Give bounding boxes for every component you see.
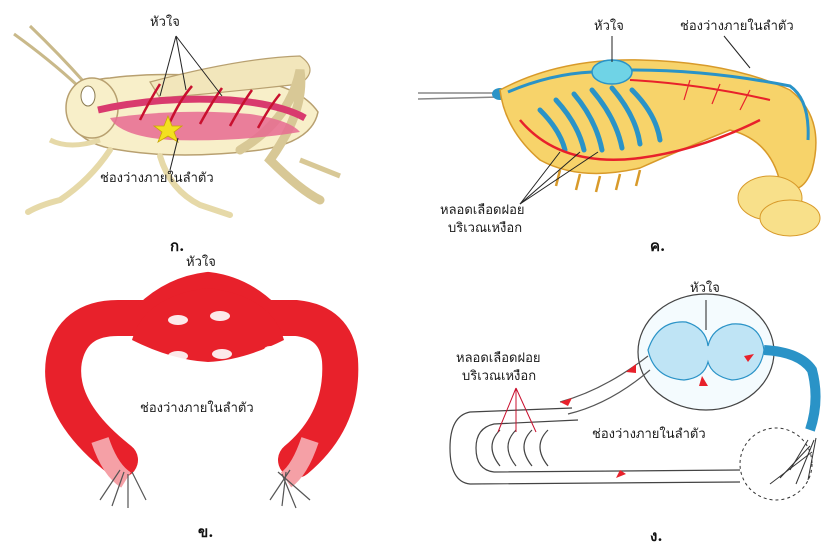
panel-b-cavity-label: ช่องว่างภายในลำตัว — [140, 402, 254, 417]
panel-d-heart-label: หัวใจ — [690, 282, 720, 297]
panel-a-heart-label: หัวใจ — [150, 16, 180, 31]
panel-d-cavity-label: ช่องว่างภายในลำตัว — [592, 428, 706, 443]
panel-c-heart-label: หัวใจ — [594, 20, 624, 35]
panel-d-caption: ง. — [650, 524, 663, 548]
closed-circulation-schematic — [450, 294, 816, 500]
panel-d-gill-label-1: หลอดเลือดฝอย — [456, 352, 541, 367]
panel-c-cavity-label: ช่องว่างภายในลำตัว — [680, 20, 794, 35]
panel-b-heart-label: หัวใจ — [186, 256, 216, 271]
open-circulation-schematic — [63, 288, 340, 508]
panel-b-caption: ข. — [198, 520, 213, 544]
panel-a-cavity-label: ช่องว่างภายในลำตัว — [100, 172, 214, 187]
panel-a-caption: ก. — [170, 234, 184, 258]
panel-d-gill-label-2: บริเวณเหงือก — [462, 370, 536, 385]
panel-c-caption: ค. — [650, 234, 665, 258]
panel-c-gill-label-1: หลอดเลือดฝอย — [440, 204, 525, 219]
panel-c-gill-label-2: บริเวณเหงือก — [448, 222, 522, 237]
